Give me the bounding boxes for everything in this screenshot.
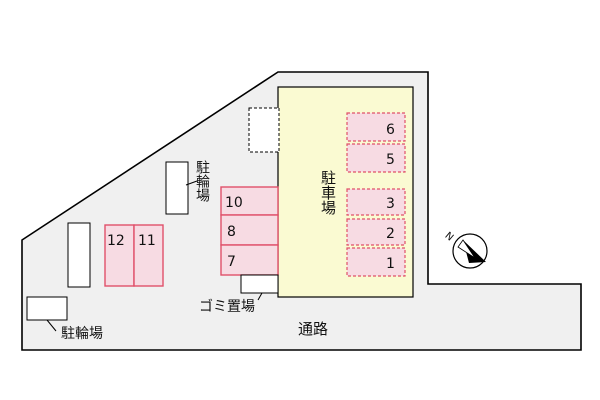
bicycle-upper-label: 駐輪場 bbox=[194, 160, 210, 202]
bicycle-rack-middle bbox=[67, 222, 91, 288]
garbage-box bbox=[240, 274, 279, 294]
space-1: 1 bbox=[346, 247, 406, 277]
garbage-label: ゴミ置場 bbox=[199, 298, 255, 315]
space-5: 5 bbox=[346, 143, 406, 173]
road-label: 通路 bbox=[298, 320, 328, 338]
space-2: 2 bbox=[346, 218, 406, 246]
space-11: 11 bbox=[133, 224, 164, 287]
space-3-number: 3 bbox=[386, 196, 395, 212]
space-6-number: 6 bbox=[386, 122, 395, 138]
space-8-number: 8 bbox=[227, 224, 236, 240]
space-10-number: 10 bbox=[225, 195, 243, 211]
space-6: 6 bbox=[346, 112, 406, 142]
compass-icon: N bbox=[442, 230, 488, 269]
dashed-box bbox=[248, 107, 280, 153]
space-1-number: 1 bbox=[386, 256, 395, 272]
space-3: 3 bbox=[346, 188, 406, 216]
bicycle-rack-lower bbox=[26, 296, 68, 321]
bicycle-rack-upper bbox=[165, 161, 189, 215]
compass-north-label: N bbox=[442, 230, 455, 243]
bicycle-lower-label: 駐輪場 bbox=[61, 325, 103, 342]
space-7: 7 bbox=[220, 244, 279, 276]
space-12: 12 bbox=[104, 224, 135, 287]
space-11-number: 11 bbox=[138, 233, 156, 249]
bicycle-upper-leader bbox=[185, 180, 198, 186]
space-5-number: 5 bbox=[386, 152, 395, 168]
space-2-number: 2 bbox=[386, 226, 395, 242]
bicycle-lower-leader bbox=[46, 319, 57, 332]
space-10: 10 bbox=[220, 186, 279, 216]
space-12-number: 12 bbox=[107, 233, 125, 249]
space-7-number: 7 bbox=[227, 254, 236, 270]
parking-label: 駐車場 bbox=[319, 170, 337, 215]
garbage-leader bbox=[257, 292, 263, 301]
space-8: 8 bbox=[220, 214, 279, 246]
